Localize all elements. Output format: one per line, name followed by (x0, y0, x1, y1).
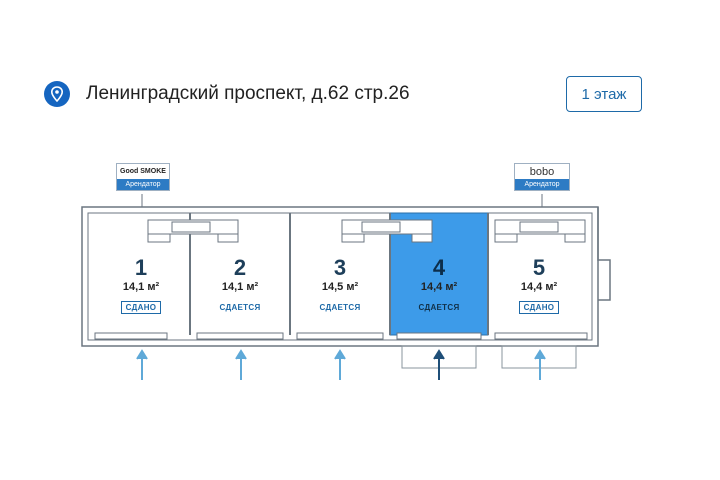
unit-number: 4 (432, 255, 446, 280)
unit-area: 14,1 м² (221, 281, 259, 293)
unit-number: 5 (532, 255, 546, 280)
tenant-role-label: Арендатор (117, 179, 169, 190)
unit-area: 14,4 м² (420, 281, 458, 293)
unit-status-label: СДАЕТСЯ (319, 303, 361, 312)
wall-notch (597, 207, 611, 301)
unit-area: 14,4 м² (520, 281, 558, 293)
arrow-unit-3 (334, 349, 346, 380)
arrow-unit-5 (534, 349, 546, 380)
unit-number: 2 (233, 255, 247, 280)
building-walls (81, 206, 599, 347)
arrow-unit-4 (433, 349, 445, 380)
address-text: Ленинградский проспект, д.62 стр.26 (86, 83, 410, 104)
unit-status-badge: СДАНО (490, 301, 588, 314)
good-smoke-logo: Good SMOKE (120, 168, 166, 175)
header: Ленинградский проспект, д.62 стр.26 1 эт… (0, 0, 720, 120)
entrance-arrows (136, 349, 546, 380)
tenant-role-label: Арендатор (515, 179, 569, 190)
tenant-badge-bobo: bobo Арендатор (514, 163, 570, 191)
unit-area: 14,1 м² (122, 281, 160, 293)
unit-status-badge: СДАНО (92, 301, 190, 314)
badge-connectors (141, 194, 543, 207)
unit-status-label: СДАЕТСЯ (418, 303, 460, 312)
unit-number: 1 (134, 255, 148, 280)
floor-plan (81, 194, 611, 380)
unit-status-label: СДАЕТСЯ (219, 303, 261, 312)
tenant-badge-good-smoke: Good SMOKE Арендатор (116, 163, 170, 191)
arrow-unit-2 (235, 349, 247, 380)
facade-windows (94, 332, 588, 340)
unit-area: 14,5 м² (321, 281, 359, 293)
unit-number: 3 (333, 255, 347, 280)
floor-selector-button[interactable]: 1 этаж (566, 76, 642, 112)
ventilation-units (147, 219, 586, 243)
bobo-logo: bobo (529, 165, 555, 178)
entrance-vestibules (401, 345, 577, 369)
location-pin-icon (44, 81, 70, 107)
arrow-unit-1 (136, 349, 148, 380)
